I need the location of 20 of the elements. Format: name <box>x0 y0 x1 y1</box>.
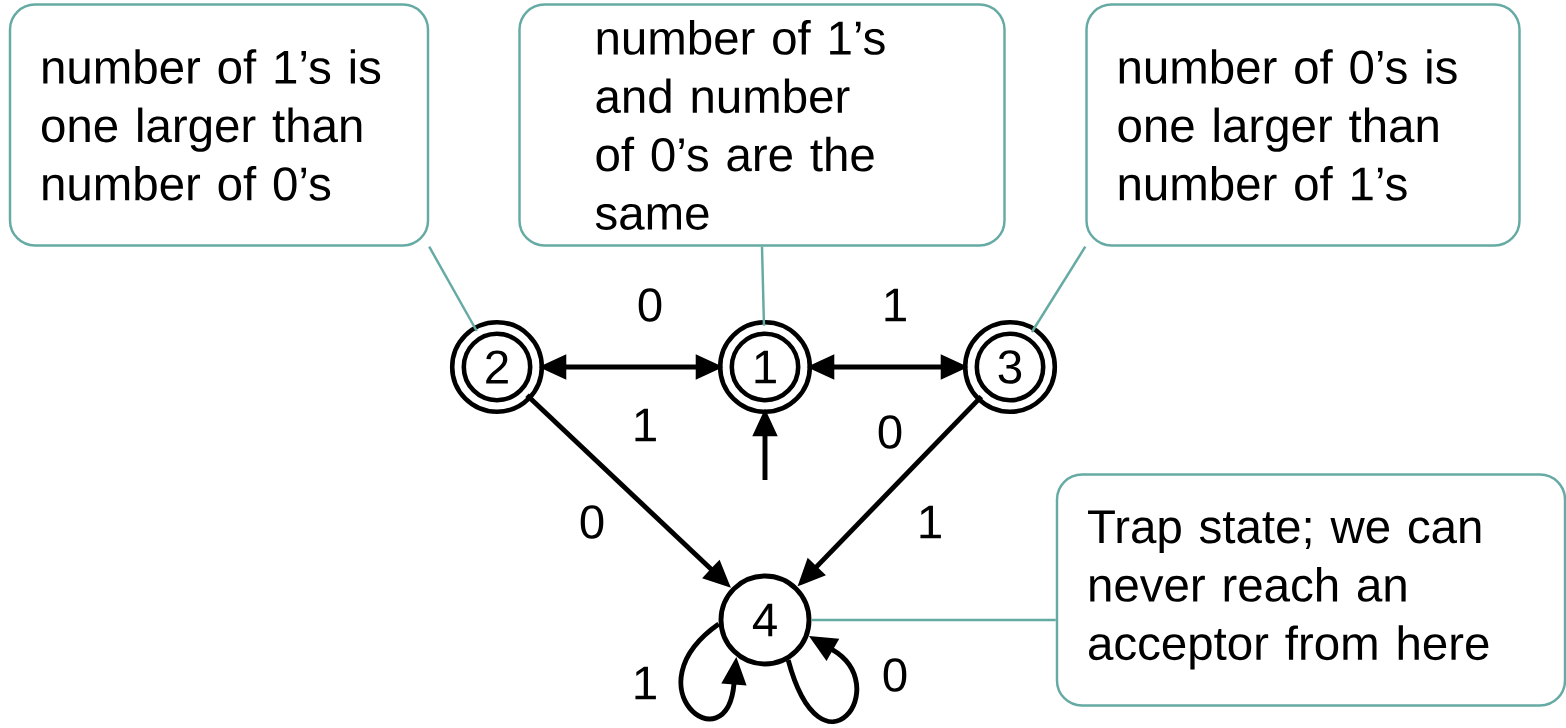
edge-label: 1 <box>878 285 912 325</box>
transition-label: 1 <box>628 405 662 445</box>
edge-label: 0 <box>633 284 667 326</box>
callout-box: Trap state; we can never reach an acceptor from here <box>1055 473 1566 707</box>
transition-label: 0 <box>873 411 907 453</box>
leader-line <box>428 246 478 332</box>
accepting-state: 3 <box>962 319 1058 415</box>
accepting-state: 2 <box>449 319 545 415</box>
self-loop-arrow <box>785 636 859 724</box>
edge-label: 1 <box>628 663 662 703</box>
edge-label: 0 <box>878 654 912 696</box>
accepting-state: 1 <box>717 319 813 415</box>
callout-box: number of 1’s is one larger than number of 0’s <box>8 3 430 247</box>
callout-box: number of 1’s and number of 0’s are the same <box>518 3 1006 247</box>
edge-label: 0 <box>575 501 609 543</box>
leader-line <box>760 246 766 326</box>
edge-label: 1 <box>913 502 947 542</box>
leader-line <box>811 618 1056 622</box>
leader-line <box>1030 246 1087 333</box>
callout-box: number of 0’s is one larger than number of 1’s <box>1085 3 1521 247</box>
